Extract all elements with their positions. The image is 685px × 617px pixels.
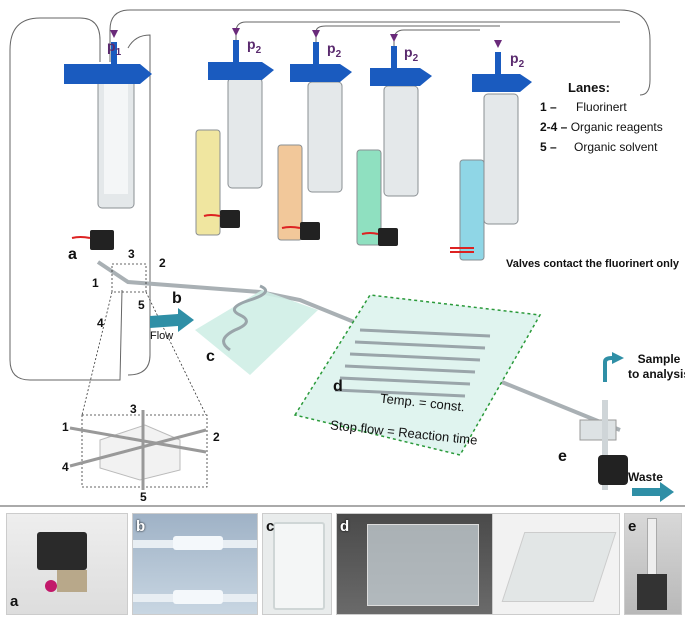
- port-4-top: 4: [97, 316, 104, 330]
- photo-valve: a: [6, 513, 128, 615]
- sample-label: Sample to analysis: [628, 352, 685, 382]
- photo-capillary: b: [132, 513, 258, 615]
- legend-num: 1 –: [540, 100, 557, 114]
- port-4-zoom: 4: [62, 460, 69, 474]
- legend-text: Organic reagents: [570, 120, 663, 134]
- photo-tag-c: c: [266, 518, 275, 535]
- legend-row-2: 2-4 – Organic reagents: [540, 120, 663, 134]
- legend-row-3: 5 – Organic solvent: [540, 140, 657, 154]
- port-1-top: 1: [92, 276, 99, 290]
- waste-label: Waste: [628, 470, 663, 484]
- legend-text: Fluorinert: [576, 100, 627, 114]
- legend-title: Lanes:: [568, 80, 610, 95]
- photo-chip-d-setup: d: [336, 513, 494, 615]
- junction-detail: [69, 410, 207, 490]
- part-letter-d: d: [333, 378, 343, 395]
- chip-c: [195, 284, 318, 375]
- pressure-label-p1: p1: [107, 38, 122, 58]
- pressure-label-p2-lane4: p2: [404, 44, 419, 64]
- photo-tag-e: e: [628, 518, 637, 535]
- flow-arrow: [150, 308, 194, 332]
- syringe-lane4: [370, 34, 432, 197]
- valve-wires: [71, 214, 474, 253]
- zoom-lines: [81, 263, 208, 488]
- syringe-lane3: [290, 30, 352, 193]
- legend-num: 2-4 –: [540, 120, 568, 134]
- sample-label-line1: Sample: [637, 352, 681, 366]
- legend-text: Organic solvent: [574, 140, 658, 154]
- photo-tag-b: b: [136, 518, 146, 535]
- syringe-lane5: [472, 40, 532, 225]
- sample-label-line2: to analysis: [628, 367, 685, 381]
- reagent-syringes: [195, 129, 485, 261]
- port-3-zoom: 3: [130, 402, 137, 416]
- legend-num: 5 –: [540, 140, 557, 154]
- part-letter-c: c: [206, 348, 215, 365]
- pressure-label-p2-lane5: p2: [510, 50, 525, 70]
- port-2-top: 2: [159, 256, 166, 270]
- valve-note: Valves contact the fluorinert only: [506, 258, 679, 270]
- syringe-lane1: [64, 30, 152, 209]
- valves: [90, 210, 398, 250]
- photo-chip-c: c: [262, 513, 332, 615]
- part-letter-b: b: [172, 290, 182, 307]
- photo-tag-d: d: [340, 518, 350, 535]
- port-2-zoom: 2: [213, 430, 220, 444]
- chip-d: [293, 294, 542, 456]
- pressure-label-p2-lane2: p2: [247, 36, 262, 56]
- syringe-lane2: [208, 28, 274, 189]
- pressure-label-p2-lane3: p2: [327, 40, 342, 60]
- photo-tag-a: a: [10, 593, 19, 610]
- photo-chip-d: [492, 513, 620, 615]
- port-5-zoom: 5: [140, 490, 147, 504]
- photo-outlet-e: e: [624, 513, 682, 615]
- part-letter-a: a: [68, 246, 77, 263]
- outlet-e: [579, 352, 674, 502]
- flow-label: Flow: [150, 330, 174, 342]
- port-5-top: 5: [138, 298, 145, 312]
- waste-arrow: [632, 482, 674, 502]
- part-letter-e: e: [558, 448, 567, 465]
- port-3-top: 3: [128, 247, 135, 261]
- port-1-zoom: 1: [62, 420, 69, 434]
- legend-row-1: 1 – Fluorinert: [540, 100, 627, 114]
